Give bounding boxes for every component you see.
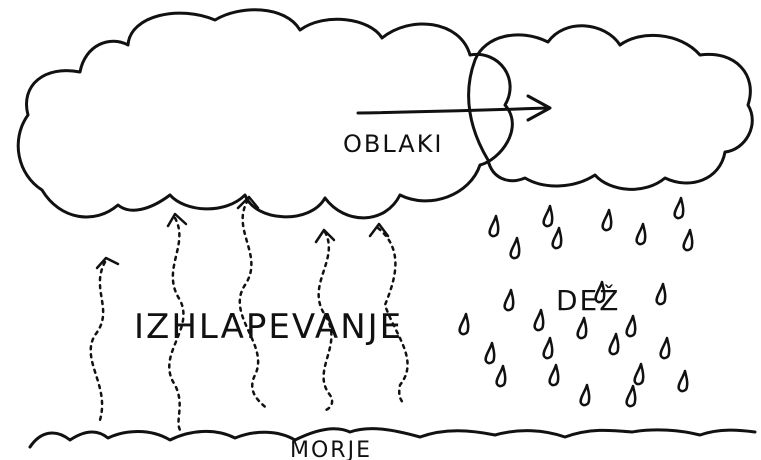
rain-drop: [579, 383, 591, 407]
rain-drop: [576, 316, 588, 340]
evaporation-arrowhead-5: [368, 222, 390, 238]
rain-drop: [601, 208, 613, 232]
rain-drop: [488, 214, 500, 238]
evaporation-arrowhead-3: [236, 195, 260, 210]
right-cloud: [467, 24, 754, 191]
rain-drop: [548, 363, 560, 387]
rain-drop: [495, 364, 507, 388]
rain-label: DEŽ: [556, 283, 620, 317]
rain-drop: [635, 222, 647, 246]
rain-drop: [542, 204, 554, 228]
rain-drop: [542, 336, 554, 360]
rain-drop: [633, 362, 645, 386]
rain-drop: [533, 308, 545, 332]
evaporation-arrowhead-1: [95, 256, 120, 270]
rain-drop: [484, 341, 496, 365]
sea-waves: [28, 427, 757, 449]
rain-drop: [551, 226, 563, 250]
cloud-movement-arrowhead: [526, 94, 552, 122]
rain-drop: [682, 228, 694, 252]
left-cloud: [16, 8, 514, 220]
rain-drop: [594, 280, 606, 304]
rain-drop: [655, 282, 667, 306]
evaporation-arrow-3: [238, 198, 270, 412]
evaporation-arrow-4: [317, 230, 334, 412]
evaporation-arrow-1: [89, 260, 107, 422]
cloud-movement-arrow: [356, 106, 550, 115]
evaporation-arrow-5: [376, 226, 409, 407]
evaporation-arrow-2: [168, 216, 185, 432]
rain-drop: [673, 196, 685, 220]
rain-drops: [458, 196, 694, 408]
rain-drop: [625, 384, 637, 408]
evaporation-arrowhead-2: [166, 212, 188, 228]
rain-drop: [608, 332, 620, 356]
rain-drop: [503, 288, 515, 312]
clouds-label: OBLAKI: [343, 130, 444, 158]
rain-drop: [509, 236, 521, 260]
rain-drop: [659, 336, 671, 360]
sea-label: MORJE: [290, 438, 372, 460]
rain-drop: [458, 312, 470, 336]
evaporation-arrowhead-4: [314, 228, 336, 244]
evaporation-label: IZHLAPEVANJE: [134, 307, 403, 347]
rain-drop: [625, 314, 637, 338]
rain-drop: [677, 369, 689, 393]
